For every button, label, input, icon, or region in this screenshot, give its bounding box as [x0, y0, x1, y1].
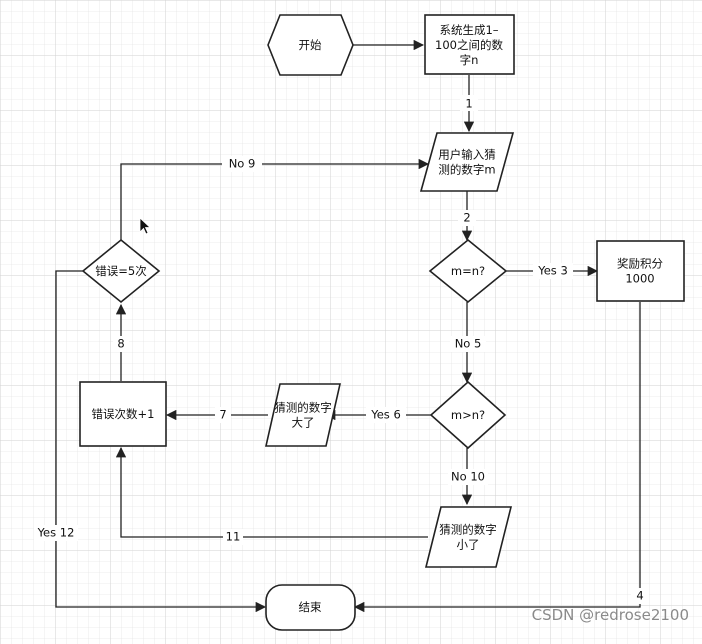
equal-node: [428, 238, 508, 304]
edge-label-1: 1: [465, 97, 472, 111]
edge-9: [120, 158, 430, 240]
too-big-node: [264, 383, 342, 447]
node-label-line: 大了: [292, 415, 315, 429]
too-big-label: 猜测的数字大了: [274, 400, 332, 429]
edge-12: [55, 270, 267, 613]
end-label: 结束: [299, 600, 322, 614]
node-label-line: 猜测的数字: [274, 400, 332, 414]
node-label-line: 错误=5次: [95, 264, 147, 278]
mouse-cursor-icon: [139, 217, 152, 235]
error-check-label: 错误=5次: [95, 264, 147, 278]
edge-label-bg: [223, 529, 243, 545]
edge-label-bg: [450, 336, 486, 352]
end-node: [265, 584, 356, 631]
edge-label-bg: [448, 469, 488, 485]
node-label-line: 猜测的数字: [439, 522, 497, 536]
node-label-line: m=n?: [451, 264, 485, 278]
node-label-line: 1000: [625, 271, 654, 285]
start-label: 开始: [299, 38, 322, 52]
edge-label-10: No 10: [451, 470, 485, 484]
edge-label-bg: [222, 156, 262, 172]
edge-label-6: Yes 6: [370, 408, 401, 422]
edge-label-3: Yes 3: [537, 264, 568, 278]
edge-label-bg: [34, 525, 78, 541]
too-small-label: 猜测的数字小了: [439, 522, 497, 551]
edge-label-bg: [631, 588, 649, 604]
node-label-line: 奖励积分: [617, 256, 663, 270]
edge-label-bg: [458, 210, 476, 226]
node-label-line: 100之间的数: [435, 38, 503, 52]
node-label-line: 结束: [299, 600, 322, 614]
edge-label-bg: [460, 95, 478, 111]
edge-label-8: 8: [117, 337, 124, 351]
watermark: CSDN @redrose2100: [532, 606, 689, 624]
greater-label: m>n?: [451, 408, 485, 422]
error-increment-label: 错误次数+1: [92, 407, 155, 421]
too-small-node: [424, 506, 513, 568]
node-label-line: 系统生成1–: [439, 23, 498, 37]
edge-label-bg: [215, 407, 231, 423]
node-label-line: 字n: [460, 53, 479, 67]
generate-label: 系统生成1–100之间的数字n: [435, 23, 503, 67]
start-node: [267, 14, 354, 76]
edge-label-12: Yes 12: [37, 526, 75, 540]
edge-label-11: 11: [226, 530, 241, 544]
node-label-line: 用户输入猜: [438, 147, 496, 161]
edge-11: [115, 446, 428, 538]
edge-label-4: 4: [636, 589, 643, 603]
error-increment-node: [79, 381, 167, 447]
node-label-line: 开始: [299, 38, 322, 52]
node-label-line: 测的数字m: [438, 162, 495, 176]
equal-label: m=n?: [451, 264, 485, 278]
generate-node: [424, 14, 515, 75]
node-label-line: 小了: [457, 537, 480, 551]
edge-label-5: No 5: [455, 337, 482, 351]
edge-label-bg: [533, 263, 573, 279]
greater-node: [429, 380, 507, 450]
edge-4: [353, 302, 641, 613]
node-label-line: 错误次数+1: [92, 407, 155, 421]
reward-node: [596, 240, 685, 302]
edge-label-7: 7: [219, 408, 226, 422]
error-check-node: [81, 238, 161, 304]
input-node: [419, 132, 515, 192]
input-label: 用户输入猜测的数字m: [438, 147, 496, 176]
edge-label-2: 2: [463, 211, 470, 225]
edge-label-bg: [113, 336, 129, 352]
node-label-line: m>n?: [451, 408, 485, 422]
edge-label-bg: [366, 407, 406, 423]
edge-label-9: No 9: [229, 157, 256, 171]
